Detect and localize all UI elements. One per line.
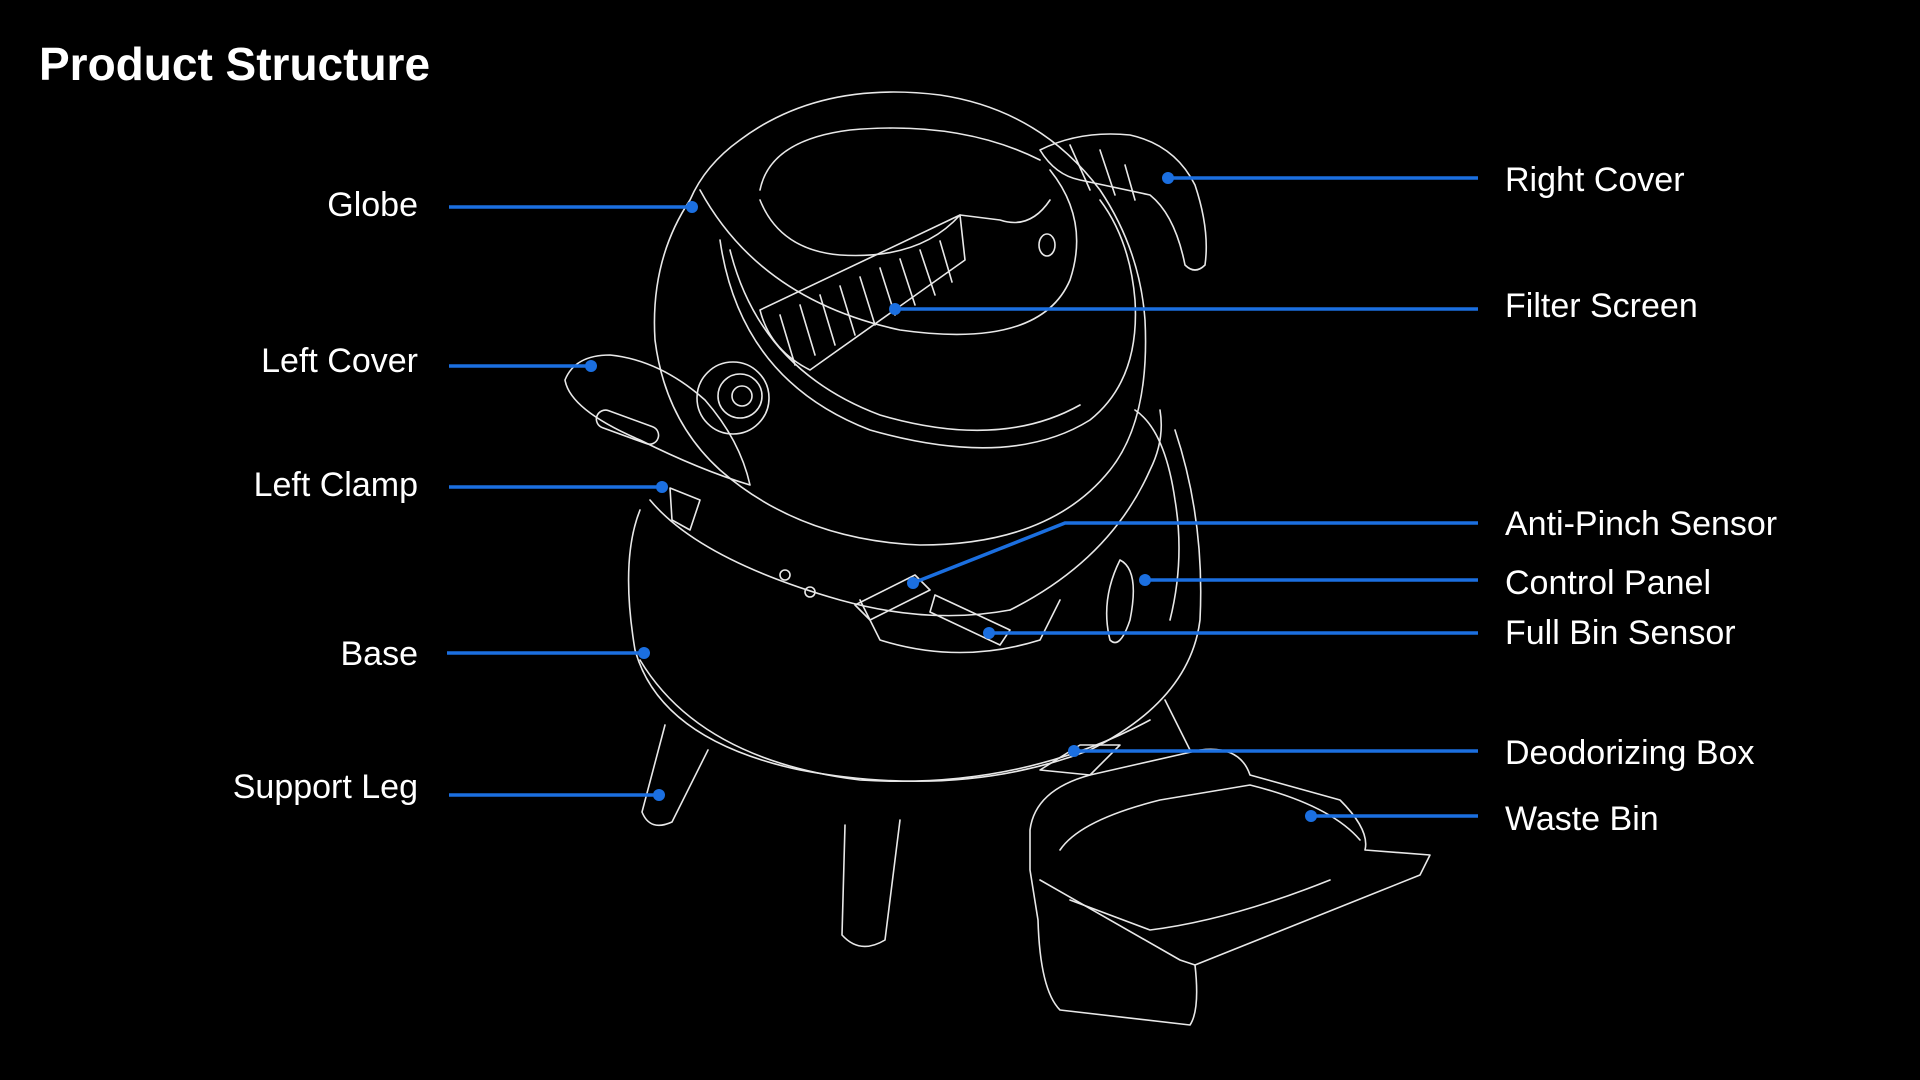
support-leg-right	[1164, 699, 1191, 751]
filter-screen-grille	[779, 240, 953, 366]
leader-lines	[447, 172, 1478, 822]
outline-stroke	[719, 199, 1137, 449]
filter-screen-marker	[889, 303, 901, 315]
anti-pinch-sensor-marker	[907, 577, 919, 589]
label-globe: Globe	[327, 186, 418, 224]
outline-stroke	[595, 409, 660, 446]
deodorizing-box-marker	[1068, 745, 1080, 757]
deodorizing-box	[1039, 744, 1121, 776]
outline-stroke	[759, 127, 1041, 191]
outline-stroke	[1039, 879, 1196, 966]
label-support-leg: Support Leg	[233, 768, 418, 806]
left-cover-marker	[585, 360, 597, 372]
label-control-panel: Control Panel	[1505, 564, 1711, 602]
filter-screen	[759, 214, 966, 371]
label-right-cover: Right Cover	[1505, 161, 1685, 199]
label-left-clamp: Left Clamp	[254, 466, 418, 504]
outline-stroke	[731, 385, 753, 407]
left-clamp-marker	[656, 481, 668, 493]
label-waste-bin: Waste Bin	[1505, 800, 1659, 838]
outline-stroke	[929, 594, 1011, 646]
control-panel-marker	[1139, 574, 1151, 586]
outline-stroke	[779, 569, 791, 581]
outline-stroke	[729, 249, 1081, 432]
label-left-cover: Left Cover	[261, 342, 418, 380]
globe-knob	[696, 361, 770, 435]
label-deodorizing-box: Deodorizing Box	[1505, 734, 1754, 772]
right-cover-marker	[1162, 172, 1174, 184]
full-bin-sensor-marker	[983, 627, 995, 639]
label-anti-pinch-sensor: Anti-Pinch Sensor	[1505, 505, 1777, 543]
base-outline	[627, 429, 1202, 783]
left-cover	[564, 354, 751, 486]
waste-bin-marker	[1305, 810, 1317, 822]
outline-stroke	[639, 659, 1151, 783]
outline-stroke	[804, 586, 816, 598]
outline-stroke	[1038, 233, 1056, 257]
label-base: Base	[341, 635, 419, 673]
base-marker	[638, 647, 650, 659]
right-cover	[1039, 133, 1207, 271]
outline-stroke	[859, 599, 1061, 654]
support-leg-center	[841, 819, 901, 948]
page-title: Product Structure	[39, 38, 430, 90]
waste-bin	[1029, 748, 1431, 1026]
support-leg-left	[641, 724, 709, 827]
support-leg-marker	[653, 789, 665, 801]
outline-stroke	[1134, 409, 1180, 621]
label-filter-screen: Filter Screen	[1505, 287, 1698, 325]
outline-stroke	[1105, 559, 1135, 644]
globe-marker	[686, 201, 698, 213]
outline-stroke	[1069, 144, 1136, 201]
outline-stroke	[1069, 879, 1331, 931]
litter-box-illustration	[564, 91, 1431, 1026]
outline-stroke	[699, 169, 1078, 336]
outline-stroke	[717, 373, 763, 419]
globe-outline	[653, 91, 1147, 546]
outline-stroke	[759, 199, 1051, 257]
outline-stroke	[1059, 784, 1361, 851]
left-clamp	[669, 487, 701, 531]
outline-stroke	[1009, 409, 1163, 611]
outline-stroke	[854, 574, 931, 621]
outline-stroke	[649, 499, 1011, 617]
label-full-bin-sensor: Full Bin Sensor	[1505, 614, 1736, 652]
